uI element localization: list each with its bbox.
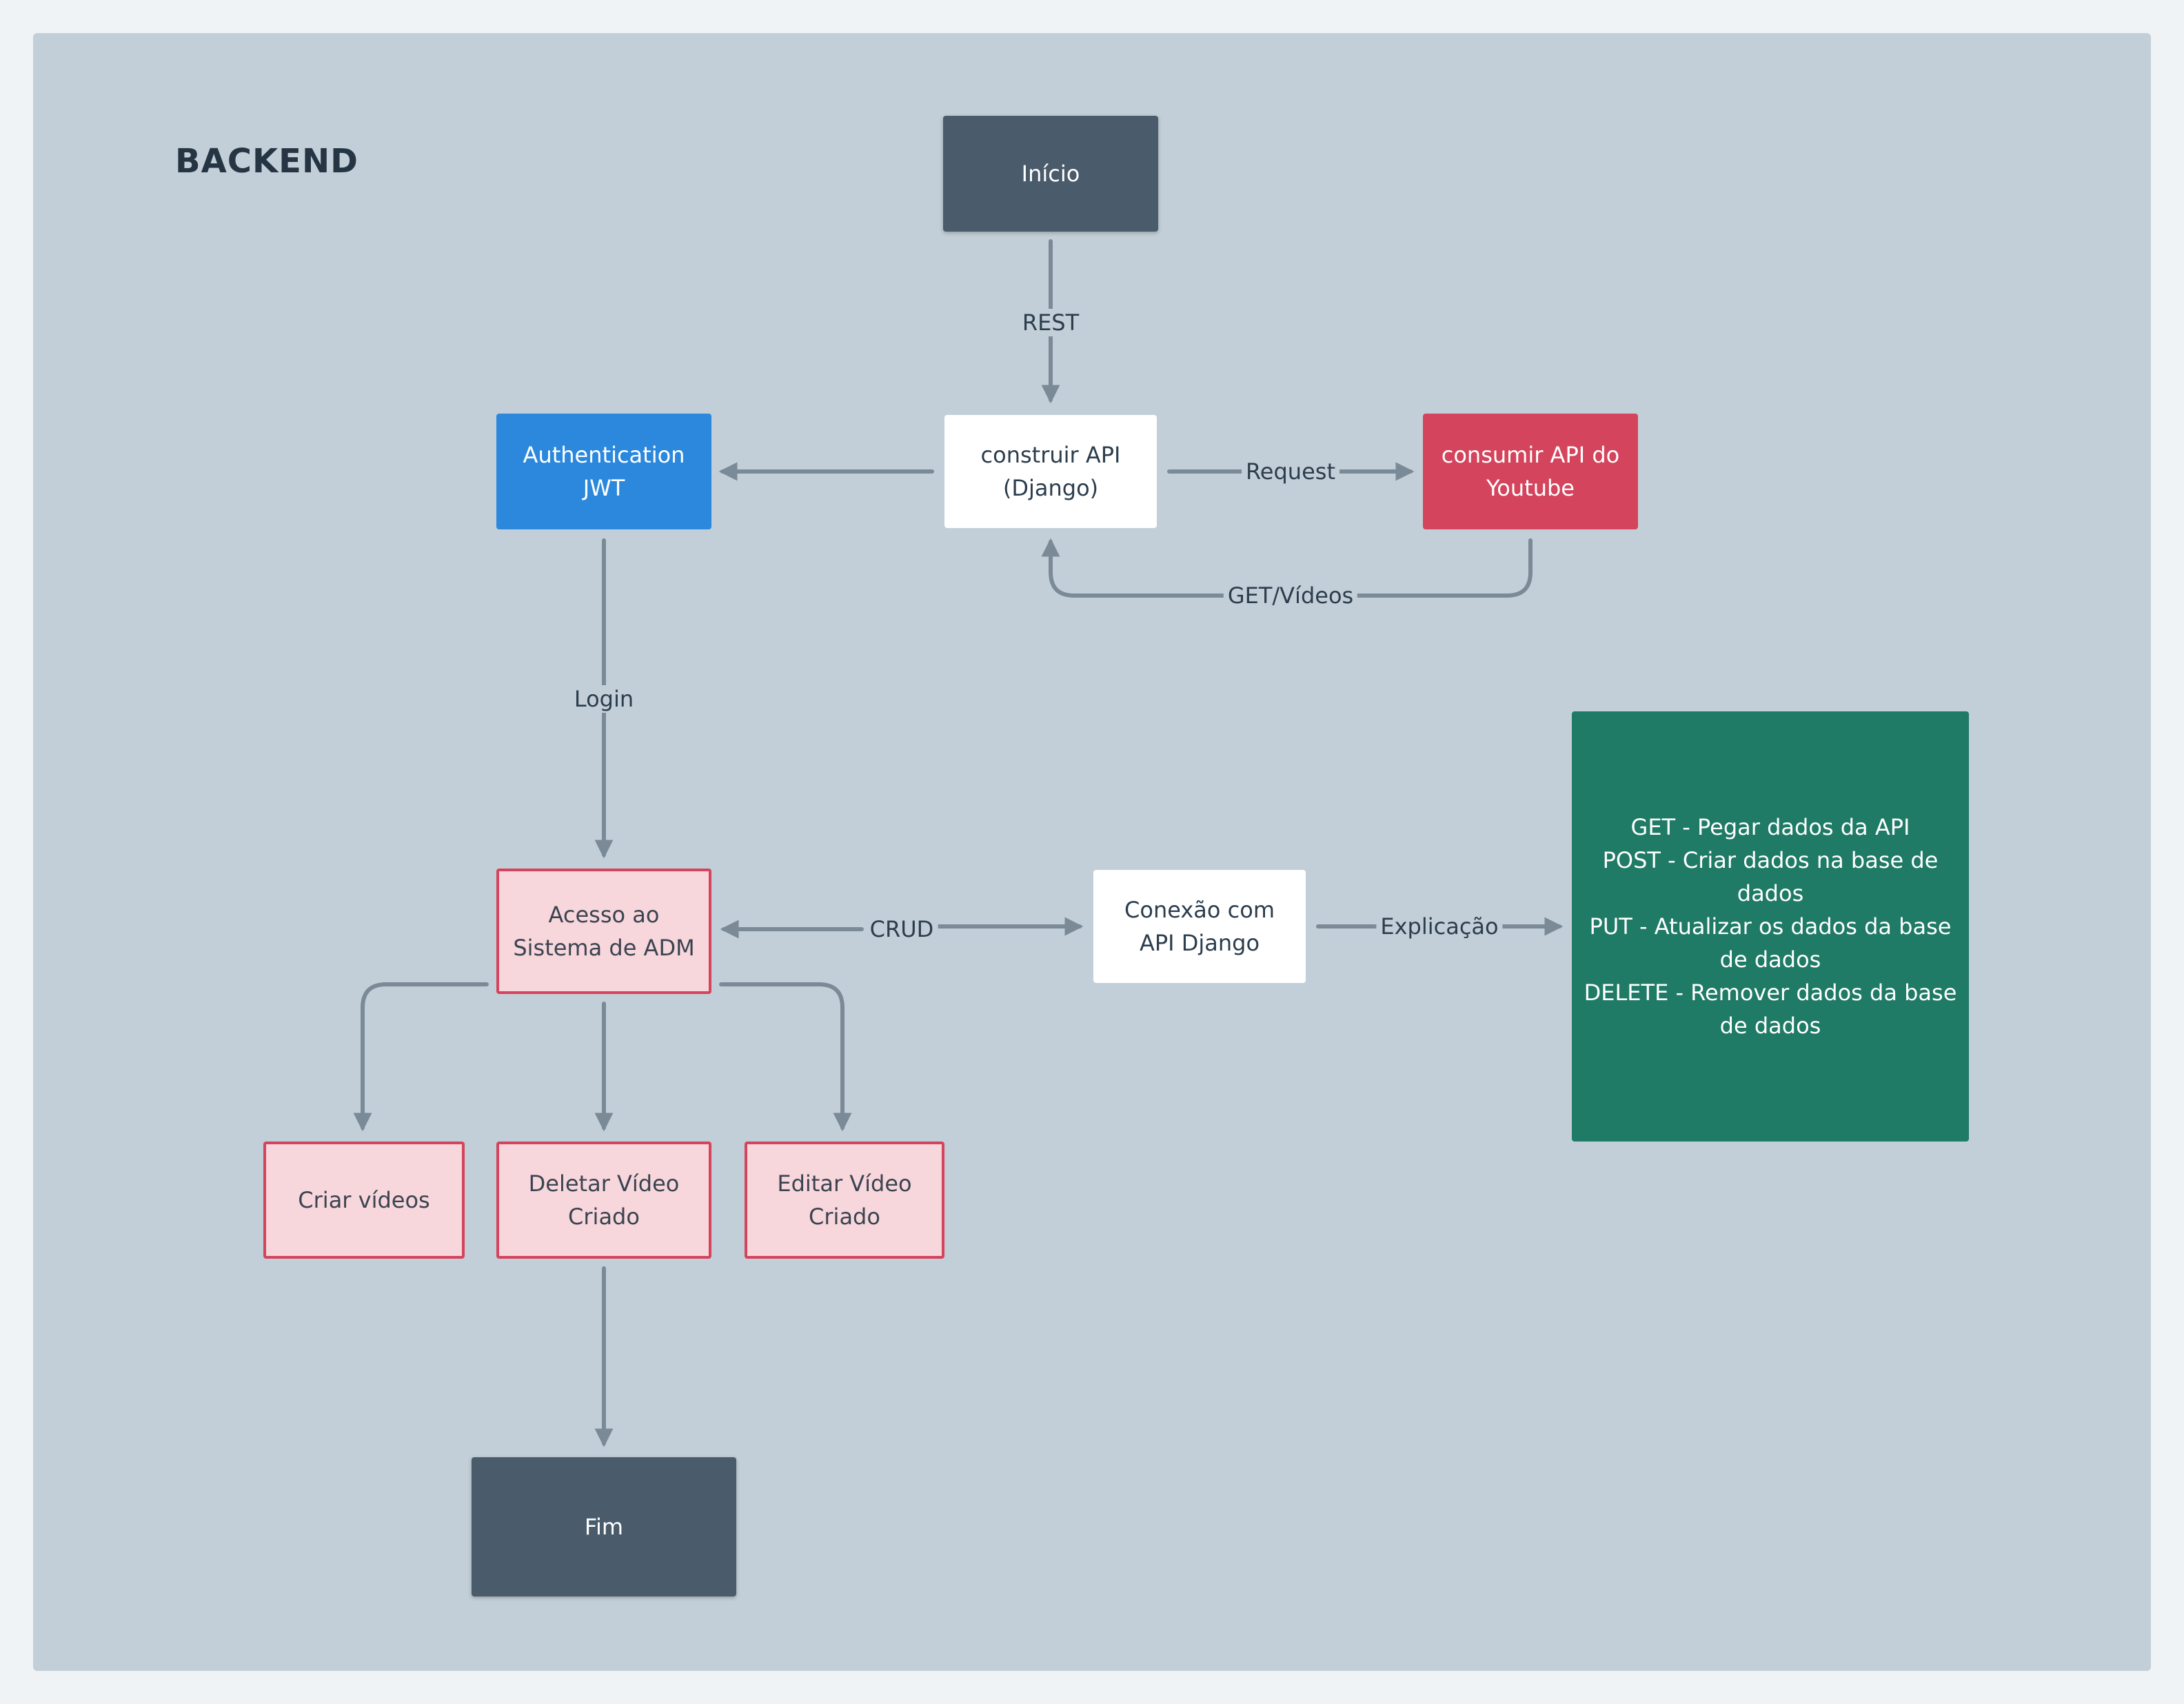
node-explicacao-crud[interactable]: GET - Pegar dados da API POST - Criar da…	[1572, 711, 1969, 1142]
edge-criar	[353, 982, 489, 1132]
edge-label-crud: CRUD	[865, 915, 938, 943]
node-acesso-adm[interactable]: Acesso ao Sistema de ADM	[496, 869, 711, 994]
edge-label-get-videos: GET/Vídeos	[1223, 582, 1358, 609]
edge-editar	[719, 982, 852, 1132]
node-conexao-django[interactable]: Conexão com API Django	[1093, 870, 1306, 983]
node-fim[interactable]: Fim	[472, 1457, 736, 1596]
diagram-title: BACKEND	[175, 142, 358, 181]
node-construir-api[interactable]: construir API (Django)	[944, 415, 1157, 528]
node-deletar-video[interactable]: Deletar Vídeo Criado	[496, 1142, 711, 1259]
node-criar-videos[interactable]: Criar vídeos	[263, 1142, 465, 1259]
edge-label-login: Login	[569, 685, 638, 713]
node-editar-video[interactable]: Editar Vídeo Criado	[745, 1142, 944, 1259]
node-consumir-youtube[interactable]: consumir API do Youtube	[1423, 414, 1638, 529]
edge-label-request: Request	[1242, 458, 1339, 485]
edge-label-rest: REST	[1018, 309, 1084, 336]
node-authentication-jwt[interactable]: Authentication JWT	[496, 414, 711, 529]
edge-label-explicacao: Explicação	[1376, 913, 1503, 940]
node-inicio[interactable]: Início	[943, 116, 1158, 232]
